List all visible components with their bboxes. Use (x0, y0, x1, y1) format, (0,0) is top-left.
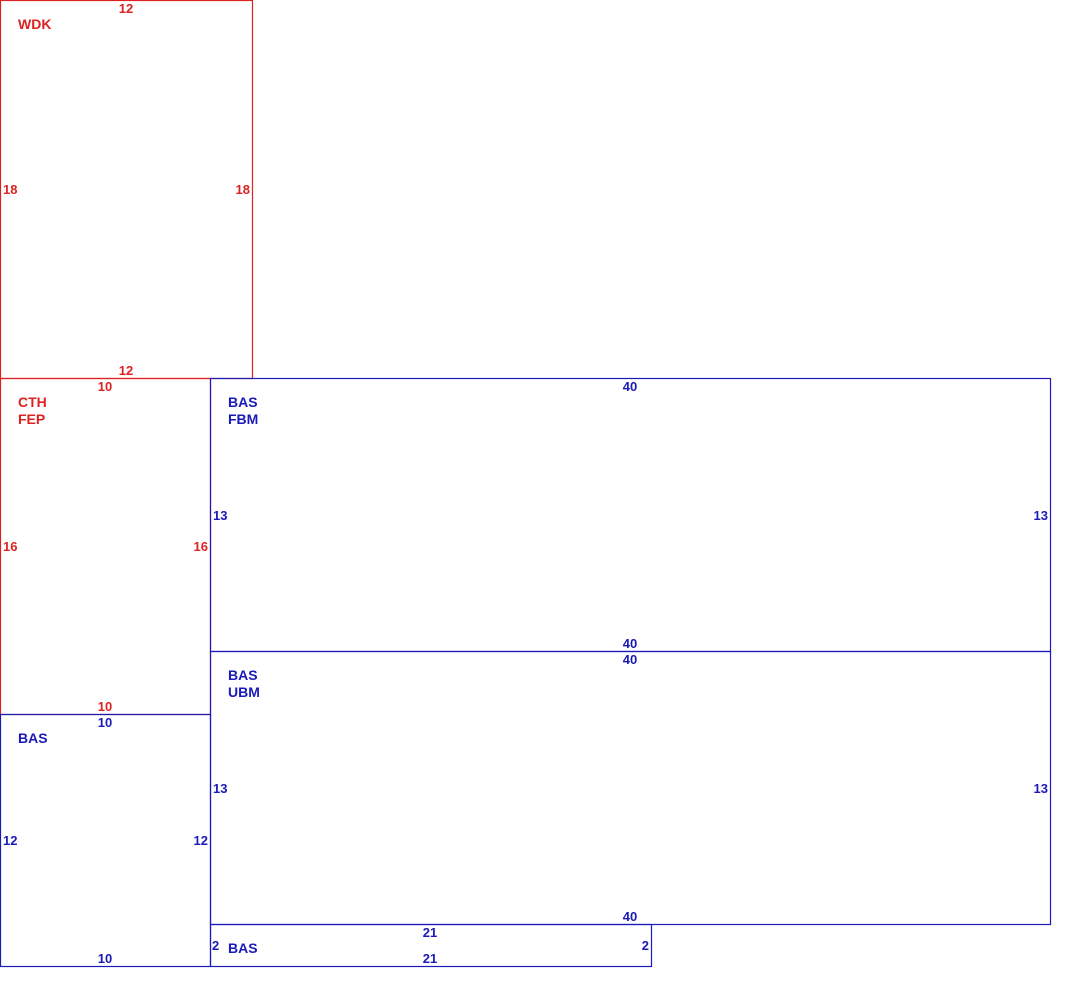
area-bas-ubm[interactable]: BAS UBM 40 40 13 13 (209, 650, 1052, 926)
area-bas-fbm-outline (209, 377, 1052, 653)
area-bas-strip-dim-top: 21 (423, 925, 437, 940)
area-wdk-dim-left: 18 (3, 182, 17, 197)
area-bas-fbm-label-2: FBM (228, 411, 258, 427)
area-bas-ubm-dim-right: 13 (1034, 781, 1048, 796)
area-bas-fbm-dim-bottom: 40 (623, 636, 637, 651)
area-wdk-dim-right: 18 (236, 182, 250, 197)
area-bas-left-label-1: BAS (18, 730, 48, 746)
area-bas-left-dim-bottom: 10 (98, 951, 112, 966)
area-cth-fep-dim-top: 10 (98, 379, 112, 394)
area-bas-fbm-dim-top: 40 (623, 379, 637, 394)
area-wdk-dim-top: 12 (119, 1, 133, 16)
area-wdk[interactable]: WDK 12 12 18 18 (0, 0, 254, 380)
area-bas-strip-label-1: BAS (228, 940, 258, 956)
area-wdk-dim-bottom: 12 (119, 363, 133, 378)
area-bas-left-outline (0, 713, 212, 968)
area-bas-strip-dim-right: 2 (642, 938, 649, 953)
area-bas-ubm-dim-top: 40 (623, 652, 637, 667)
area-cth-fep-label-1: CTH (18, 394, 47, 410)
area-bas-left[interactable]: BAS 10 10 12 12 (0, 713, 212, 968)
area-bas-fbm-dim-left: 13 (213, 508, 227, 523)
area-bas-ubm-label-1: BAS (228, 667, 258, 683)
area-bas-left-dim-top: 10 (98, 715, 112, 730)
area-bas-left-dim-right: 12 (194, 833, 208, 848)
area-bas-strip[interactable]: BAS 21 21 2 2 (209, 923, 653, 968)
area-bas-ubm-dim-bottom: 40 (623, 909, 637, 924)
area-cth-fep[interactable]: CTH FEP 10 10 16 16 (0, 377, 212, 716)
area-cth-fep-dim-bottom: 10 (98, 699, 112, 714)
area-bas-ubm-label-2: UBM (228, 684, 260, 700)
area-bas-ubm-outline (209, 650, 1052, 926)
area-bas-ubm-dim-left: 13 (213, 781, 227, 796)
area-wdk-label-1: WDK (18, 16, 51, 32)
area-bas-fbm[interactable]: BAS FBM 40 40 13 13 (209, 377, 1052, 653)
area-bas-strip-dim-left: 2 (212, 938, 219, 953)
area-cth-fep-label-2: FEP (18, 411, 45, 427)
area-cth-fep-outline (0, 377, 212, 716)
area-bas-fbm-dim-right: 13 (1034, 508, 1048, 523)
area-bas-strip-outline (209, 923, 653, 968)
area-bas-strip-dim-bottom: 21 (423, 951, 437, 966)
area-wdk-outline (0, 0, 254, 380)
area-bas-fbm-label-1: BAS (228, 394, 258, 410)
area-cth-fep-dim-right: 16 (194, 539, 208, 554)
area-bas-left-dim-left: 12 (3, 833, 17, 848)
area-cth-fep-dim-left: 16 (3, 539, 17, 554)
